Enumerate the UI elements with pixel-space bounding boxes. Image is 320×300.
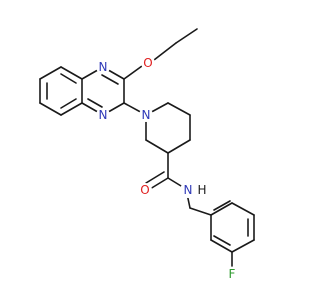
structure-canvas: O N N N O N <box>39 28 255 281</box>
bond-pip-c3-c4 <box>167 139 191 154</box>
bond-carbonyl-double-1 <box>149 177 169 190</box>
bond-c8-c8a <box>60 102 83 116</box>
bond-c4a-c5 <box>60 66 83 80</box>
atom-label-h-amide: H <box>197 183 206 197</box>
bond-aryl-5-inner <box>213 235 231 246</box>
bond-n1-c8a-inner <box>87 98 103 108</box>
atom-fluorine: F <box>225 267 239 281</box>
atom-nitrogen-amide: N <box>180 182 196 198</box>
atom-hydrogen-amide: H <box>196 183 208 197</box>
atom-nitrogen-piperidine: N <box>139 108 153 122</box>
bond-oxygen-c3 <box>123 65 143 80</box>
bond-ch2-aryl <box>189 207 212 216</box>
bond-aryl-5 <box>210 239 233 253</box>
bond-carbonyl-double-2 <box>145 171 165 184</box>
atom-label-f: F <box>229 267 236 281</box>
bond-aryl-1-inner <box>213 200 231 211</box>
atom-oxygen-ether: O <box>141 56 155 70</box>
bond-aryl-1 <box>210 202 233 216</box>
atom-label-group: O N N N O N <box>96 56 239 281</box>
atom-nitrogen-quinoxaline-bottom: N <box>96 108 110 122</box>
atom-label-n-piperidine: N <box>142 108 151 122</box>
atom-label-o-carbonyl: O <box>140 183 149 197</box>
bond-pip-c2-c3 <box>145 139 169 154</box>
atom-label-n-quin-bottom: N <box>99 108 108 122</box>
atom-nitrogen-quinoxaline-top: N <box>96 60 110 74</box>
bond-c5-c6 <box>39 66 62 80</box>
atom-oxygen-carbonyl: O <box>138 183 152 197</box>
bond-methyl-ethyl <box>175 28 198 44</box>
bond-c8-c8a-inner <box>60 98 77 109</box>
bond-aryl-4 <box>231 239 255 253</box>
bond-ethyl-oxygen <box>153 42 177 61</box>
bond-c3-n4-inner <box>101 74 119 85</box>
molecule-diagram: O N N N O N <box>39 28 255 281</box>
atom-label-o-ether: O <box>143 56 152 70</box>
bond-pip-c5-c6 <box>167 102 191 116</box>
bond-aryl-2 <box>231 202 255 216</box>
bond-c4a-c5-inner <box>60 73 77 84</box>
atom-label-n-amide: N <box>184 183 193 197</box>
atom-label-n-quin-top: N <box>99 60 108 74</box>
bond-c7-c8 <box>39 102 62 116</box>
